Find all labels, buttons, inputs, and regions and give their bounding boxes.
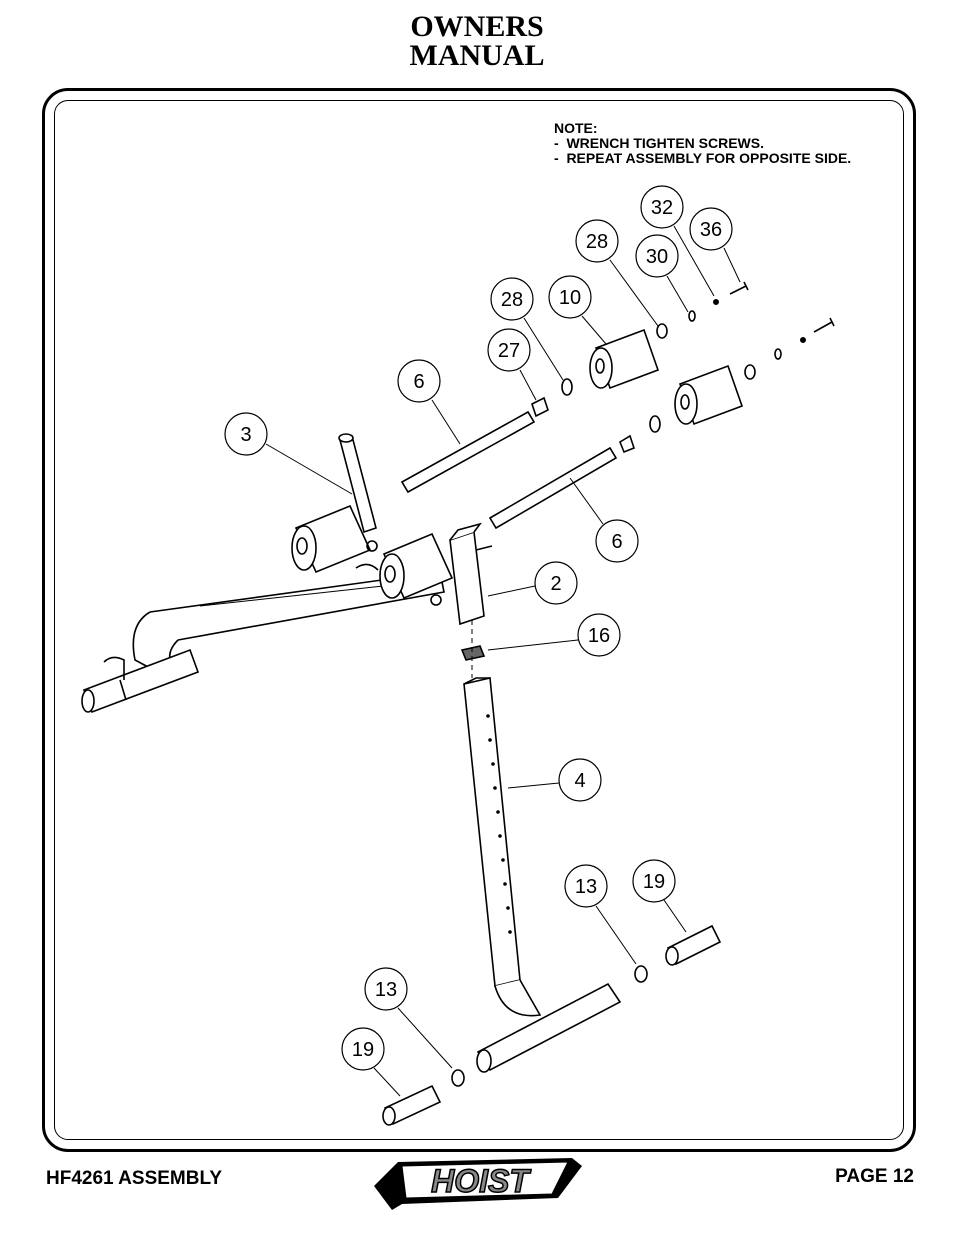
callout-19: 19 (341, 1027, 401, 1097)
callout-label: 28 (586, 231, 608, 253)
callout-label: 28 (501, 289, 523, 311)
note-line-1: - WRENCH TIGHTEN SCREWS. (554, 135, 764, 151)
callout-label: 2 (550, 573, 561, 595)
logo-text: HOIST (431, 1163, 531, 1199)
callout-6: 6 (397, 359, 461, 445)
callout-2: 2 (487, 561, 578, 605)
callout-3: 3 (224, 412, 353, 495)
callout-label: 10 (559, 287, 581, 309)
callout-label: 4 (574, 770, 585, 792)
callout-13: 13 (364, 967, 453, 1069)
callout-label: 16 (588, 625, 610, 647)
callout-label: 30 (646, 246, 668, 268)
callout-28: 28 (490, 277, 564, 381)
callout-30: 30 (635, 234, 689, 313)
diagram-frame-outer (42, 88, 916, 1152)
callout-label: 32 (651, 197, 673, 219)
callout-27: 27 (487, 328, 537, 401)
callout-6: 6 (569, 477, 639, 563)
footer-assembly-label: HF4261 ASSEMBLY (46, 1168, 222, 1189)
callout-label: 13 (575, 876, 597, 898)
callout-36: 36 (689, 207, 741, 283)
callout-28: 28 (575, 219, 659, 327)
note-title: NOTE: (554, 120, 598, 136)
page-number: PAGE 12 (835, 1166, 914, 1187)
callout-label: 6 (413, 371, 424, 393)
callout-label: 13 (375, 979, 397, 1001)
callout-13: 13 (564, 864, 637, 965)
title-line-2: MANUAL (409, 39, 545, 72)
callout-label: 27 (498, 340, 520, 362)
page-title: OWNERS MANUAL (0, 10, 954, 72)
callout-label: 6 (611, 531, 622, 553)
callout-19: 19 (632, 859, 687, 933)
callout-32: 32 (640, 185, 715, 297)
exploded-parts (81, 281, 835, 1126)
assembly-note: NOTE: - WRENCH TIGHTEN SCREWS. - REPEAT … (554, 121, 851, 166)
callout-4: 4 (507, 758, 602, 802)
note-line-2: - REPEAT ASSEMBLY FOR OPPOSITE SIDE. (554, 150, 852, 166)
title-line-1: OWNERS (410, 10, 544, 43)
diagram-frame-inner (54, 100, 904, 1140)
callout-label: 3 (240, 424, 251, 446)
callout-label: 19 (352, 1039, 374, 1061)
callout-label: 19 (643, 871, 665, 893)
hoist-logo: HOIST (372, 1152, 584, 1217)
callout-16: 16 (487, 613, 621, 657)
callout-10: 10 (548, 275, 607, 345)
callout-label: 36 (700, 219, 722, 241)
